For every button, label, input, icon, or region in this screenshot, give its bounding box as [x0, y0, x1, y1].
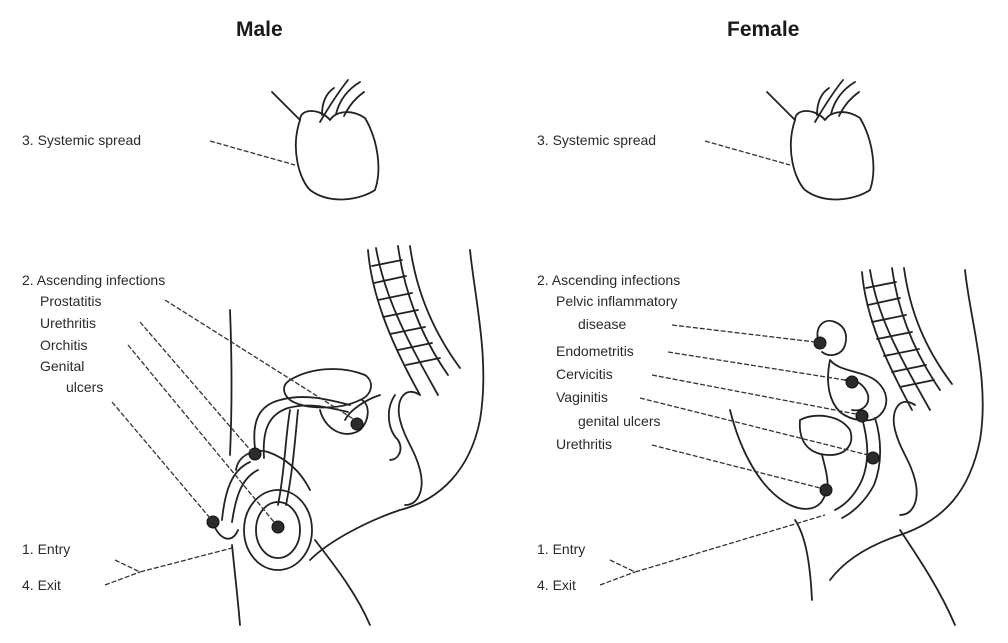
- male-exit-label: 4. Exit: [22, 577, 61, 593]
- female-cervix-dot: [856, 410, 868, 422]
- male-testis-dot: [272, 521, 284, 533]
- female-urethra-dot: [820, 484, 832, 496]
- female-cervicitis-label: Cervicitis: [556, 366, 613, 382]
- male-systemic-label: 3. Systemic spread: [22, 132, 141, 148]
- female-urethritis-label: Urethritis: [556, 436, 612, 452]
- female-title: Female: [727, 18, 799, 42]
- female-pid-label-2: disease: [578, 316, 626, 332]
- male-spine: [368, 246, 460, 395]
- male-prostate-dot: [351, 418, 363, 430]
- male-ulcers-label: ulcers: [66, 379, 103, 395]
- female-exit-label: 4. Exit: [537, 577, 576, 593]
- male-heart-icon: [272, 80, 378, 199]
- female-endometritis-label: Endometritis: [556, 343, 634, 359]
- female-spine: [862, 268, 952, 410]
- male-entry-label: 1. Entry: [22, 541, 70, 557]
- female-uterus-dot: [846, 376, 858, 388]
- female-systemic-label: 3. Systemic spread: [537, 132, 656, 148]
- male-urethritis-label: Urethritis: [40, 315, 96, 331]
- female-genital-ulcers-label: genital ulcers: [578, 413, 661, 429]
- male-orchitis-label: Orchitis: [40, 337, 87, 353]
- female-ascending-label: 2. Ascending infections: [537, 272, 680, 288]
- female-vagina-dot: [867, 452, 879, 464]
- male-ascending-label: 2. Ascending infections: [22, 272, 165, 288]
- female-tube-dot: [814, 337, 826, 349]
- female-vaginitis-label: Vaginitis: [556, 389, 608, 405]
- male-genital-label: Genital: [40, 358, 84, 374]
- male-prostatitis-label: Prostatitis: [40, 293, 101, 309]
- female-heart-icon: [767, 80, 873, 199]
- female-pid-label-1: Pelvic inflammatory: [556, 293, 677, 309]
- male-genital-dot: [207, 516, 219, 528]
- female-entry-label: 1. Entry: [537, 541, 585, 557]
- male-title: Male: [236, 18, 283, 42]
